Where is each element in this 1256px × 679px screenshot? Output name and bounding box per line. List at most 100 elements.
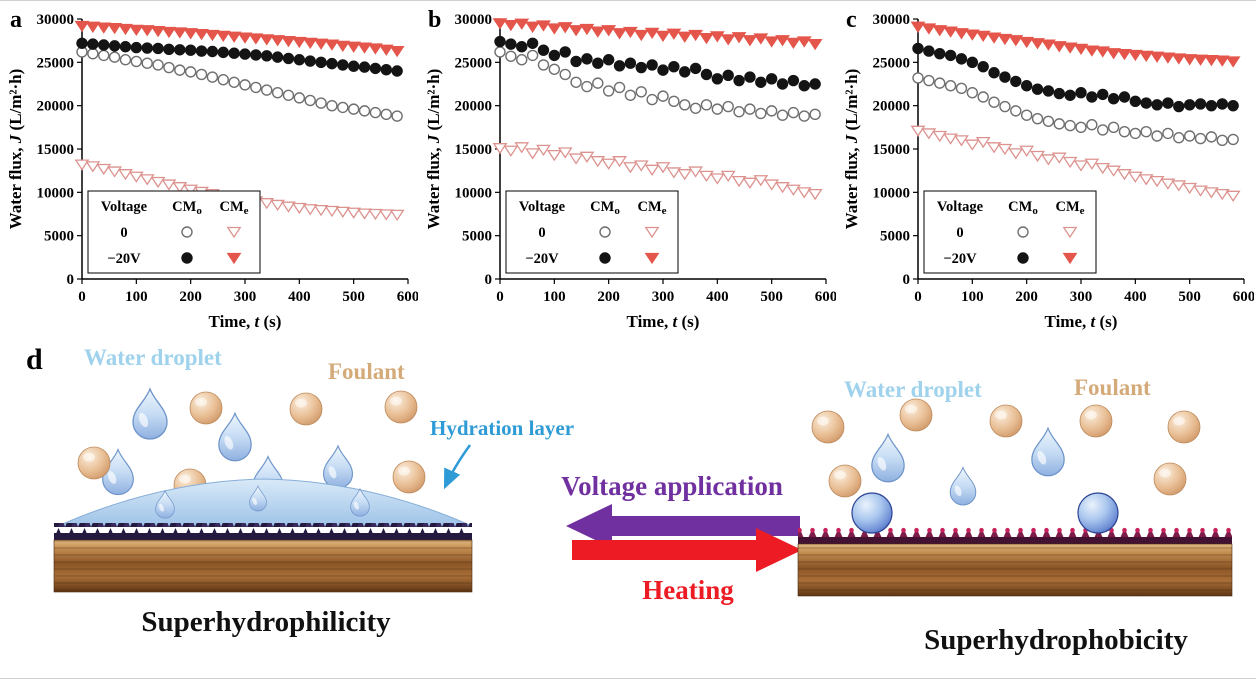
data-point <box>1106 165 1122 177</box>
data-point <box>1062 42 1078 54</box>
data-point <box>633 160 649 172</box>
data-point <box>259 198 275 210</box>
water-droplet <box>322 445 354 489</box>
data-point <box>119 41 132 53</box>
foulant-label-left: Foulant <box>328 359 405 384</box>
data-point <box>944 49 957 62</box>
data-point <box>677 169 693 181</box>
data-point <box>599 252 611 264</box>
data-point <box>217 73 229 86</box>
y-tick-label: 5000 <box>880 229 910 245</box>
data-point <box>809 108 821 121</box>
data-point <box>753 33 769 45</box>
data-point <box>807 188 823 201</box>
data-point <box>204 29 220 42</box>
data-point <box>1095 162 1111 175</box>
data-point <box>282 89 295 101</box>
data-point <box>548 63 561 75</box>
x-tick-label: 0 <box>914 289 922 305</box>
data-point <box>118 169 133 181</box>
panel-letter: b <box>428 7 441 33</box>
data-point <box>668 60 680 73</box>
data-point <box>1193 54 1208 66</box>
data-point <box>964 139 980 151</box>
data-point <box>181 226 193 238</box>
data-point <box>709 31 725 43</box>
data-point <box>525 148 541 160</box>
data-point <box>720 34 736 46</box>
data-point <box>1017 226 1029 238</box>
x-tick-label: 400 <box>706 289 729 305</box>
data-point <box>809 78 821 90</box>
data-point <box>195 45 208 57</box>
data-point <box>943 133 959 145</box>
y-tick-label: 10000 <box>37 185 75 201</box>
data-point <box>1095 46 1111 58</box>
data-point <box>977 91 989 103</box>
foulant-sphere <box>189 391 223 425</box>
data-point <box>644 252 660 265</box>
data-point <box>700 99 713 111</box>
x-tick-label: 400 <box>1124 289 1147 305</box>
data-point <box>1203 55 1219 67</box>
data-point <box>1062 156 1078 169</box>
legend-row-label: 0 <box>120 225 127 241</box>
data-point <box>1171 53 1187 65</box>
data-point <box>1117 48 1132 61</box>
series-cm-o-0 <box>494 46 821 122</box>
data-point <box>999 100 1011 113</box>
data-point <box>183 184 199 196</box>
data-point <box>612 28 627 40</box>
heating-label: Heating <box>642 575 734 605</box>
data-point <box>259 34 275 46</box>
data-point <box>335 40 351 53</box>
data-point <box>1064 119 1076 132</box>
data-point <box>324 39 340 51</box>
diagram-panel-d: d Water droplet Foulant Hydration <box>26 343 1233 656</box>
data-point <box>184 44 197 56</box>
data-point <box>206 71 219 83</box>
y-tick-label: 15000 <box>37 142 75 158</box>
data-point <box>150 176 166 189</box>
legend-header: CMo <box>1008 199 1038 217</box>
data-point <box>1216 134 1228 147</box>
data-point <box>601 25 617 37</box>
y-tick-label: 20000 <box>873 99 911 115</box>
water-droplet-label-left: Water droplet <box>84 345 222 370</box>
transition-arrows: Voltage application Heating <box>561 471 802 605</box>
data-point <box>358 105 371 117</box>
data-point <box>590 26 606 38</box>
data-point <box>107 166 123 178</box>
data-point <box>141 57 153 69</box>
legend-header: CMe <box>219 199 248 217</box>
data-point <box>181 252 193 264</box>
foulant-sphere <box>811 410 845 444</box>
data-point <box>107 22 123 35</box>
y-tick-label: 10000 <box>455 185 493 201</box>
data-point <box>988 67 1000 79</box>
data-point <box>108 40 121 52</box>
data-point <box>378 44 394 56</box>
data-point <box>1214 55 1230 67</box>
data-point <box>1031 112 1044 125</box>
data-point <box>128 24 144 36</box>
data-point <box>1062 226 1078 239</box>
data-point <box>128 171 144 183</box>
data-point <box>503 19 519 32</box>
y-tick-label: 15000 <box>873 142 911 158</box>
data-point <box>1073 43 1089 56</box>
x-tick-label: 600 <box>815 289 836 305</box>
data-point <box>304 94 316 107</box>
data-point <box>505 38 517 50</box>
y-tick-label: 25000 <box>37 55 75 71</box>
data-point <box>174 64 186 76</box>
data-point <box>943 26 959 38</box>
nanostructure-base <box>798 537 1232 544</box>
voltage-arrow-left <box>566 504 800 548</box>
data-point <box>986 142 1002 154</box>
data-point <box>912 72 924 84</box>
data-point <box>613 81 626 94</box>
data-point <box>581 80 593 93</box>
data-point <box>1042 115 1055 127</box>
